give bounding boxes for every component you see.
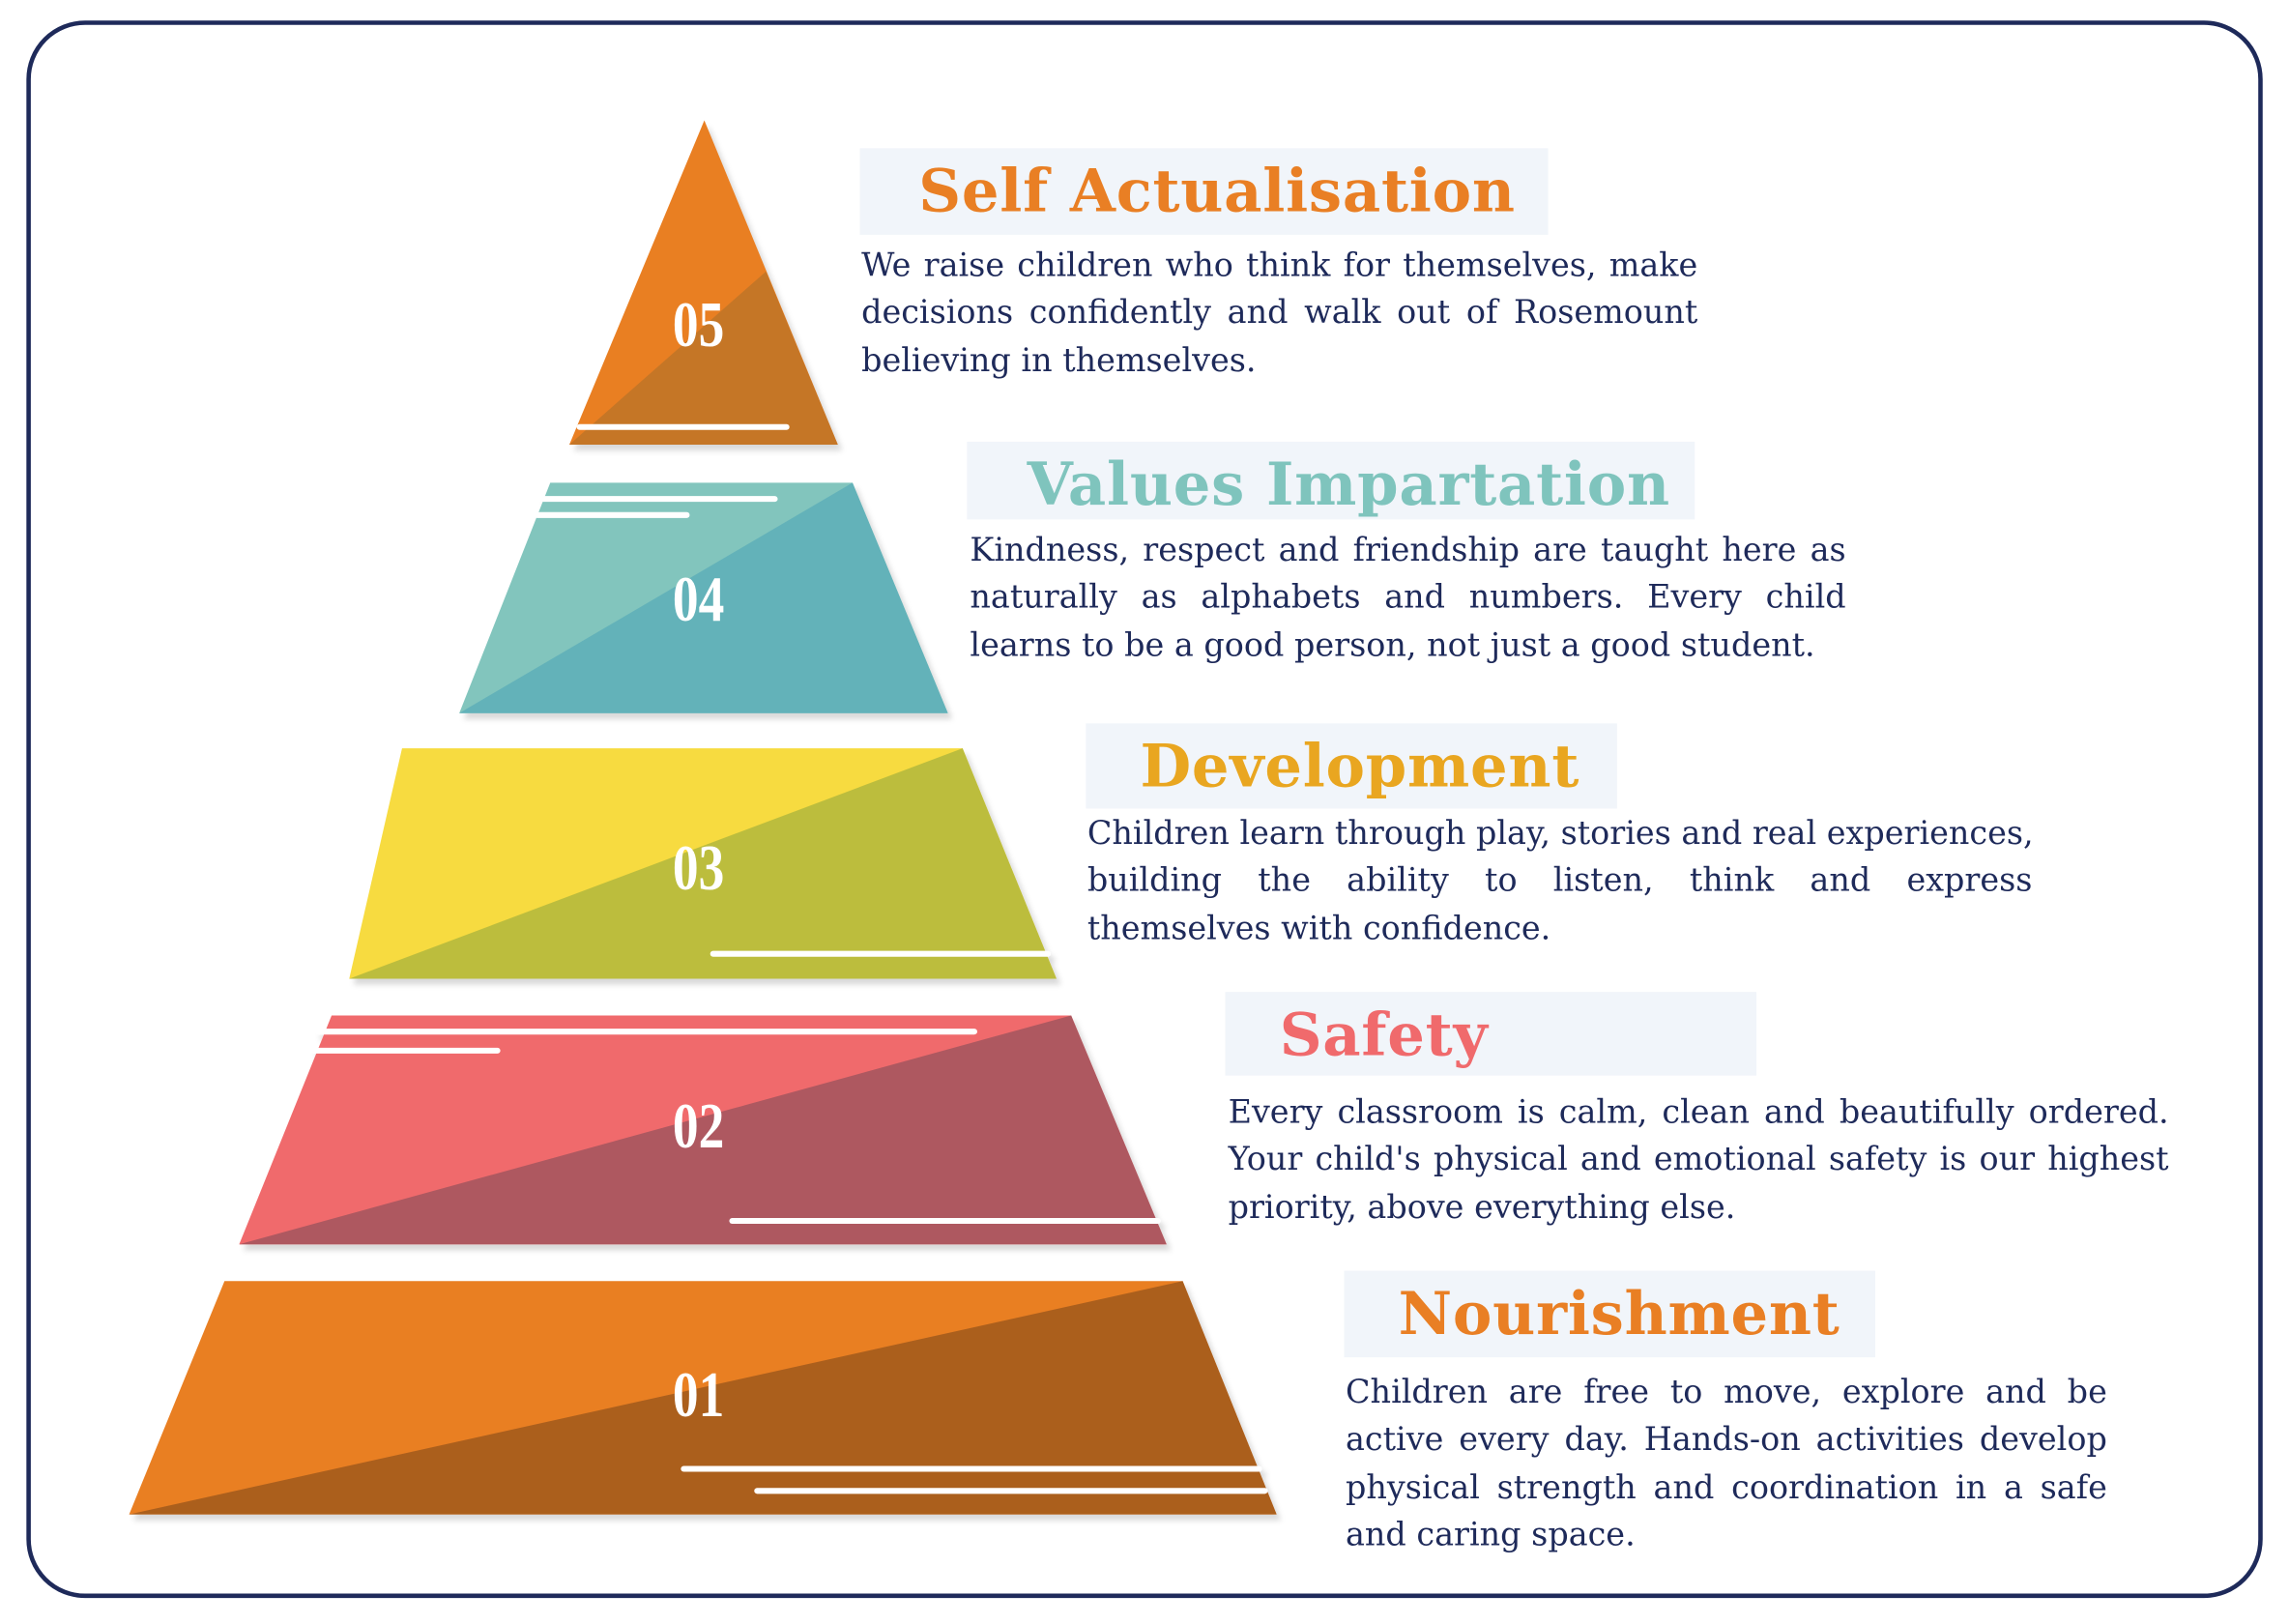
tier-number: 02 — [673, 1091, 724, 1163]
description-line: naturally as alphabets and numbers. Ever… — [970, 580, 1846, 618]
tier-01 — [129, 1281, 1277, 1515]
description-line: building the ability to listen, think an… — [1087, 863, 2033, 900]
description-self-actualisation: We raise children who think for themselv… — [861, 244, 1697, 386]
tier-02 — [239, 1015, 1167, 1245]
tier-dark-face — [129, 1281, 1277, 1515]
description-development: Children learn through play, stories and… — [1087, 811, 2034, 953]
description-safety: Every classroom is calm, clean and beaut… — [1229, 1090, 2169, 1232]
tier-title: Safety — [1279, 1000, 1489, 1070]
tier-dark-face — [349, 748, 1057, 979]
title-panel-self-actualisation: Self Actualisation — [859, 148, 1549, 235]
description-values-impartation: Kindness, respect and friendship are tau… — [970, 528, 1845, 670]
frame-border — [26, 20, 2263, 1599]
tier-05 — [568, 120, 838, 445]
description-line: believing in themselves. — [861, 342, 1257, 380]
tier-number: 03 — [673, 832, 724, 904]
tier-number: 05 — [673, 290, 724, 362]
tier-dark-face — [239, 1015, 1167, 1245]
title-panel-development: Development — [1086, 723, 1617, 809]
description-line: themselves with confidence. — [1087, 911, 1551, 948]
tier-number: 01 — [673, 1359, 724, 1431]
tier-title: Nourishment — [1398, 1279, 1840, 1349]
tier-title: Self Actualisation — [918, 157, 1516, 226]
description-line: priority, above everything else. — [1228, 1189, 1736, 1227]
description-line: physical strength and coordination in a … — [1346, 1469, 2107, 1507]
title-panel-values-impartation: Values Impartation — [967, 441, 1695, 520]
tier-number: 04 — [673, 565, 724, 636]
description-line: Your child's physical and emotional safe… — [1228, 1142, 2169, 1179]
description-line: learns to be a good person, not just a g… — [970, 627, 1815, 665]
description-line: decisions confidently and walk out of Ro… — [861, 295, 1698, 333]
tier-title: Development — [1140, 732, 1580, 801]
tier-dark-face — [459, 482, 948, 713]
description-nourishment: Children are free to move, explore and b… — [1346, 1371, 2107, 1560]
description-line: We raise children who think for themselv… — [861, 247, 1698, 285]
tier-03 — [349, 748, 1057, 979]
title-panel-safety: Safety — [1225, 992, 1757, 1076]
description-line: Every classroom is calm, clean and beaut… — [1228, 1094, 2169, 1132]
description-line: active every day. Hands-on activities de… — [1346, 1422, 2107, 1460]
description-line: Children are free to move, explore and b… — [1346, 1375, 2107, 1412]
description-line: and caring space. — [1346, 1517, 1636, 1554]
tier-04 — [459, 482, 948, 713]
tier-title: Values Impartation — [1027, 450, 1670, 520]
description-line: Children learn through play, stories and… — [1087, 816, 2034, 853]
tier-dark-face — [568, 271, 838, 445]
description-line: Kindness, respect and friendship are tau… — [970, 533, 1846, 569]
title-panel-nourishment: Nourishment — [1344, 1270, 1876, 1358]
